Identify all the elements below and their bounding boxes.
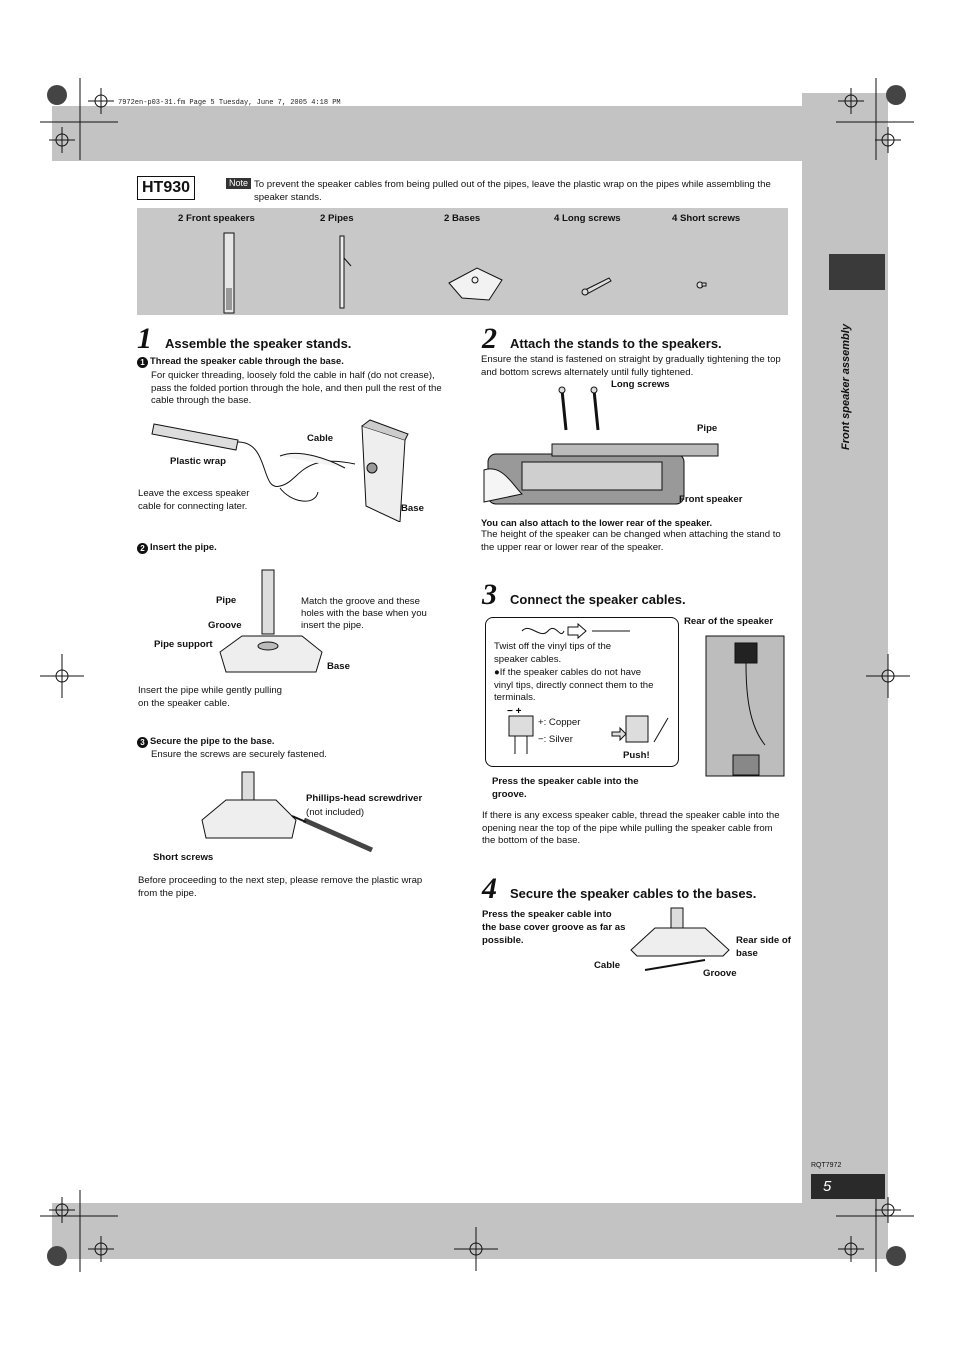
step-title: Connect the speaker cables. — [510, 592, 686, 607]
label-groove: Groove — [208, 620, 242, 631]
step-body: Ensure the stand is fastened on straight… — [481, 354, 789, 379]
speaker-rear-illustration — [705, 635, 785, 777]
step-number: 4 — [482, 872, 497, 906]
label-pipe-support: Pipe support — [154, 639, 213, 650]
step-note-heading: You can also attach to the lower rear of… — [481, 517, 712, 528]
step-number: 2 — [482, 322, 497, 356]
label-base: Base — [327, 661, 350, 672]
substep-heading-text: Secure the pipe to the base. — [150, 735, 275, 746]
substep-number: 1 — [137, 357, 148, 368]
substep-number: 2 — [137, 543, 148, 554]
label-push: Push! — [623, 750, 650, 761]
label-cable: Cable — [307, 433, 333, 444]
step-title: Secure the speaker cables to the bases. — [510, 886, 756, 901]
tip-bullet: ●If the speaker cables do not have vinyl… — [494, 667, 654, 705]
label-match: Match the groove and these holes with th… — [301, 596, 441, 632]
tip-text: Twist off the vinyl tips of the speaker … — [494, 641, 634, 666]
substep-body: For quicker threading, loosely fold the … — [151, 370, 446, 408]
attach-stand-illustration — [482, 384, 722, 509]
label-screwdriver: Phillips-head screwdriver — [306, 793, 422, 804]
twist-tip-icon — [520, 622, 640, 640]
label-press-base: Press the speaker cable into the base co… — [482, 908, 627, 947]
caption: Before proceeding to the next step, plea… — [138, 875, 438, 900]
label-short-screws: Short screws — [153, 852, 213, 863]
step-number: 3 — [482, 578, 497, 612]
step-note-body: The height of the speaker can be changed… — [481, 529, 781, 554]
note-badge: Note — [226, 178, 251, 189]
pipe-icon — [340, 236, 351, 308]
terminal-polarity-icon: − + — [505, 706, 545, 756]
label-plastic-wrap: Plastic wrap — [170, 456, 226, 467]
caption: Insert the pipe while gently pulling on … — [138, 685, 288, 710]
substep-heading-text: Thread the speaker cable through the bas… — [150, 355, 344, 366]
label-pipe: Pipe — [216, 595, 236, 606]
label-minus: −: Silver — [538, 734, 573, 745]
label-plus: +: Copper — [538, 717, 580, 728]
svg-text:− +: − + — [507, 706, 522, 717]
label-rear-speaker: Rear of the speaker — [684, 616, 773, 627]
step-body: If there is any excess speaker cable, th… — [482, 810, 787, 848]
label-cable: Cable — [594, 960, 620, 971]
step-title: Attach the stands to the speakers. — [510, 336, 722, 351]
label-groove: Groove — [703, 968, 737, 979]
note-text: To prevent the speaker cables from being… — [254, 178, 784, 204]
push-terminal-icon — [610, 712, 670, 752]
substep-body: Ensure the screws are securely fastened. — [151, 749, 327, 762]
parts-illustrations — [137, 208, 788, 315]
base-icon — [449, 268, 502, 300]
label-base: Base — [401, 503, 424, 514]
label-front-speaker: Front speaker — [679, 494, 742, 505]
short-screw-icon — [697, 282, 706, 288]
label-pipe: Pipe — [697, 423, 717, 434]
step-number: 1 — [137, 322, 152, 356]
step-title: Assemble the speaker stands. — [165, 336, 351, 351]
label-rear-side: Rear side of base — [736, 934, 796, 960]
substep-heading-text: Insert the pipe. — [150, 541, 217, 552]
label-press-groove: Press the speaker cable into the groove. — [492, 775, 662, 801]
model-badge: HT930 — [137, 176, 195, 200]
substep-number: 3 — [137, 737, 148, 748]
tip-bullet-text: If the speaker cables do not have vinyl … — [494, 667, 653, 703]
speaker-icon — [224, 233, 234, 313]
caption: Leave the excess speaker cable for conne… — [138, 488, 266, 513]
page-number: 5 — [811, 1174, 885, 1199]
label-not-included: (not included) — [306, 807, 364, 818]
long-screw-icon — [582, 278, 611, 295]
doc-code: RQT7972 — [811, 1162, 841, 1169]
